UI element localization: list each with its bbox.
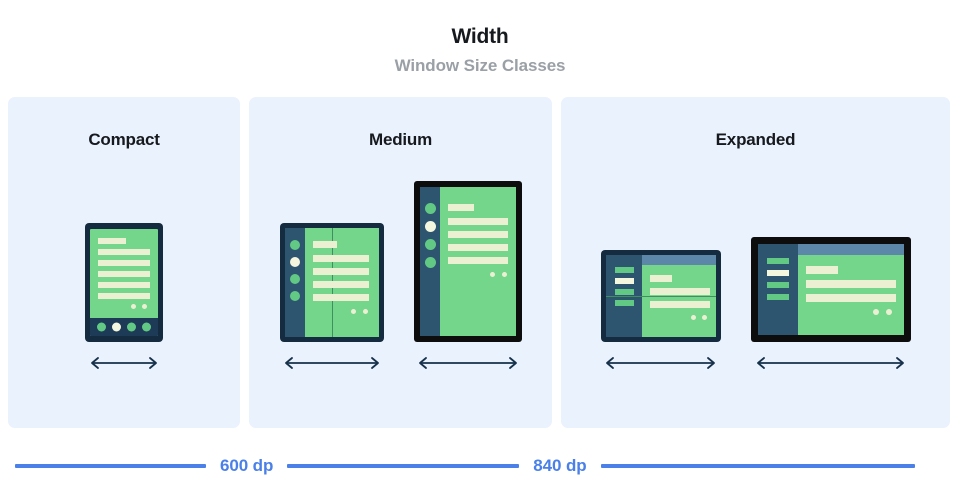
content-line [447, 204, 474, 211]
navigation-rail [284, 228, 305, 337]
device-tablet-landscape [750, 237, 911, 342]
rail-bar-active [766, 270, 789, 276]
device-slot-phone [85, 223, 163, 370]
header: Width Window Size Classes [0, 0, 960, 77]
device-group-expanded [561, 237, 950, 370]
foldable-portrait-screen [284, 228, 379, 337]
content-line [649, 301, 710, 308]
panel-compact: Compact [8, 97, 240, 428]
navigation-rail [419, 187, 440, 336]
phone-navigation-bar [90, 318, 158, 336]
content-dot [131, 304, 136, 309]
rail-dot [289, 291, 300, 301]
content-line [805, 294, 896, 302]
content-line [312, 241, 337, 248]
panel-label-compact: Compact [88, 130, 160, 149]
content-dot [885, 309, 892, 315]
page-title: Width [451, 25, 509, 48]
breakpoint-ruler: 600 dp 840 dp [0, 456, 960, 476]
device-slot-tablet-portrait [413, 181, 522, 370]
width-arrow-icon [757, 357, 904, 369]
content-line [98, 238, 126, 244]
content-line [312, 294, 369, 301]
foldable-landscape-screen [605, 255, 716, 337]
rail-dot [289, 274, 300, 284]
tablet-landscape-screen [757, 244, 904, 335]
content-line [98, 271, 150, 277]
ruler-segment-expanded [600, 464, 915, 468]
device-slot-foldable-portrait [279, 223, 384, 370]
content-line [98, 293, 150, 299]
ruler-segment-compact [15, 464, 206, 468]
breakpoint-label-840dp: 840 dp [533, 456, 587, 475]
panel-label-expanded: Expanded [715, 130, 796, 149]
device-tablet-portrait [413, 181, 522, 342]
content-dot [690, 315, 696, 320]
device-slot-tablet-landscape [750, 237, 911, 370]
rail-bar [614, 300, 634, 306]
rail-dot [424, 239, 436, 250]
app-top-bar [641, 255, 716, 265]
rail-dot-active [424, 221, 436, 232]
content-dot [362, 309, 368, 314]
device-slot-foldable-landscape [600, 250, 721, 370]
content-line [312, 255, 369, 262]
ruler-segment-medium [287, 464, 520, 468]
content-line [447, 218, 508, 225]
app-top-bar [797, 244, 904, 255]
content-line [447, 257, 508, 264]
content-line [805, 266, 838, 274]
width-arrow-icon [284, 357, 379, 369]
content-line [312, 281, 369, 288]
rail-bar [766, 294, 789, 300]
nav-dot [97, 322, 106, 332]
content-line [98, 260, 150, 266]
content-line [447, 244, 508, 251]
device-foldable-portrait [279, 223, 384, 342]
breakpoint-label-600dp: 600 dp [220, 456, 274, 475]
content-line [98, 282, 150, 288]
content-line [447, 231, 508, 238]
size-class-panels: Compact [8, 97, 952, 428]
content-line [649, 288, 710, 295]
panel-label-medium: Medium [368, 130, 433, 149]
nav-dot-active [112, 322, 121, 332]
rail-bar [766, 282, 789, 288]
width-arrow-icon [91, 357, 157, 369]
content-line [312, 268, 369, 275]
content-dot [142, 304, 147, 309]
device-foldable-landscape [600, 250, 721, 342]
width-arrow-icon [606, 357, 715, 369]
content-line [98, 249, 150, 255]
nav-dot [142, 322, 151, 332]
content-dot [701, 315, 707, 320]
content-line [805, 280, 896, 288]
content-dot [350, 309, 356, 314]
rail-bar [766, 258, 789, 264]
device-group-medium [249, 181, 552, 370]
panel-expanded: Expanded [561, 97, 950, 428]
rail-bar [614, 289, 634, 295]
width-arrow-icon [418, 357, 517, 369]
rail-dot [424, 203, 436, 214]
rail-dot [289, 240, 300, 250]
panel-medium: Medium [249, 97, 552, 428]
nav-dot [127, 322, 136, 332]
navigation-rail [757, 244, 798, 335]
content-dot [489, 272, 495, 277]
page-subtitle: Window Size Classes [394, 56, 566, 75]
device-phone [85, 223, 163, 342]
device-group-compact [8, 223, 240, 370]
content-dot [501, 272, 507, 277]
content-dot [872, 309, 879, 315]
rail-dot-active [289, 257, 300, 267]
rail-bar-active [614, 278, 634, 284]
fold-seam [605, 296, 716, 297]
rail-dot [424, 257, 436, 268]
rail-bar [614, 267, 634, 273]
content-line [649, 275, 672, 282]
tablet-portrait-screen [419, 187, 516, 336]
phone-screen [90, 229, 158, 336]
